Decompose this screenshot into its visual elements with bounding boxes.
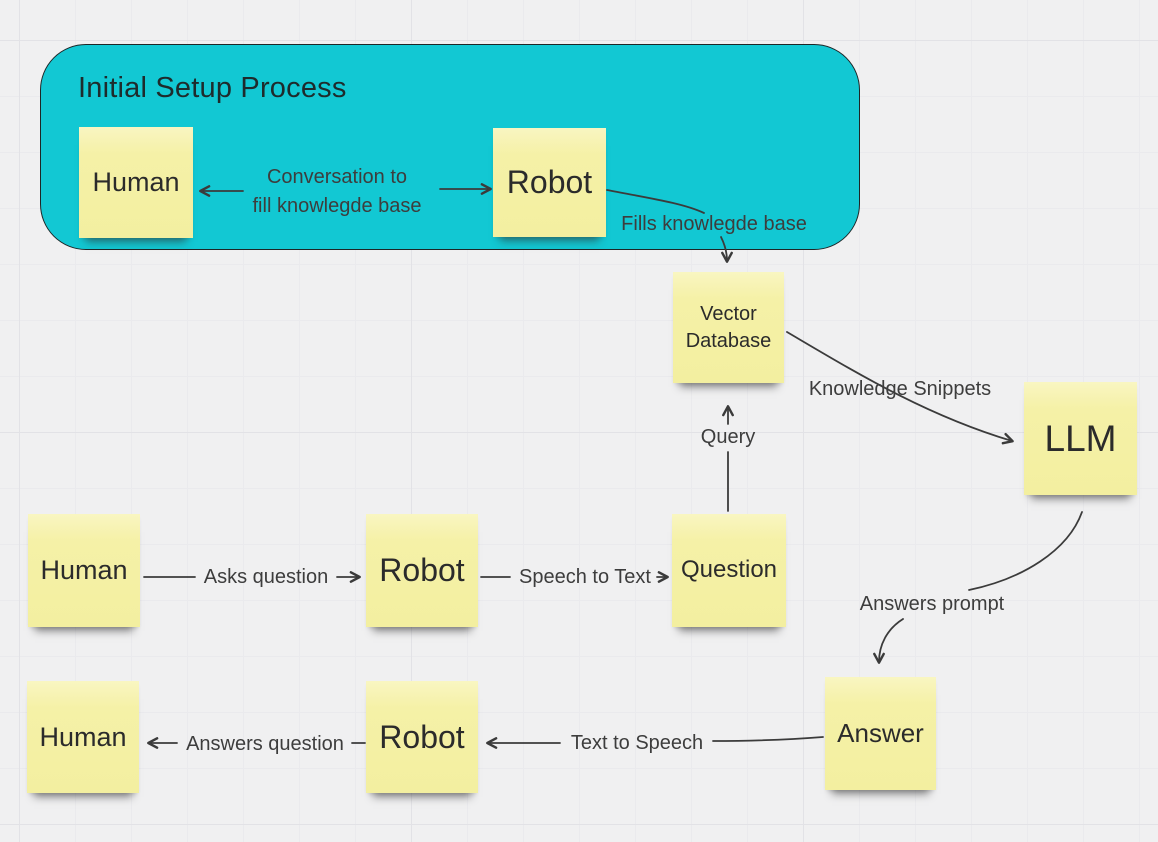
sticky-note-human-answer[interactable]: Human — [27, 681, 139, 793]
connector-answers-prompt[interactable] — [873, 511, 1083, 664]
sticky-note-robot-answer[interactable]: Robot — [366, 681, 478, 793]
label-answers-question[interactable]: Answers question — [186, 733, 344, 755]
sticky-note-answer[interactable]: Answer — [825, 677, 936, 790]
sticky-note-human-setup[interactable]: Human — [79, 127, 193, 238]
connector-knowledge-snippets[interactable] — [786, 331, 1014, 445]
sticky-note-llm[interactable]: LLM — [1024, 382, 1137, 495]
label-speech-to-text[interactable]: Speech to Text — [519, 566, 651, 588]
sticky-note-label: Vector Database — [685, 302, 772, 352]
label-query[interactable]: Query — [700, 426, 756, 448]
connector-conversation[interactable] — [199, 183, 492, 197]
sticky-note-robot-ask[interactable]: Robot — [366, 514, 478, 627]
label-asks-question[interactable]: Asks question — [203, 566, 329, 588]
label-text-to-speech[interactable]: Text to Speech — [570, 732, 704, 754]
sticky-note-robot-setup[interactable]: Robot — [493, 128, 606, 237]
label-line: Conversation to — [266, 166, 408, 188]
sticky-note-label: Question — [680, 556, 778, 584]
sticky-note-label: Answer — [837, 718, 924, 749]
initial-setup-group-title: Initial Setup Process — [78, 72, 347, 104]
sticky-note-label: LLM — [1044, 417, 1117, 459]
label-line: fill knowlegde base — [252, 195, 422, 217]
label-conversation[interactable]: Conversation to fill knowlegde base — [237, 163, 437, 221]
connector-fills-knowledge-base[interactable] — [606, 189, 733, 263]
sticky-note-label: Human — [39, 721, 127, 752]
connector-text-to-speech[interactable] — [486, 736, 824, 749]
sticky-note-question[interactable]: Question — [672, 514, 786, 627]
label-fills-knowledge-base[interactable]: Fills knowlegde base — [621, 213, 807, 235]
sticky-note-label: Human — [92, 167, 180, 198]
sticky-note-label: Robot — [506, 164, 593, 201]
sticky-note-label: Human — [40, 555, 128, 586]
sticky-note-label: Robot — [379, 552, 465, 589]
sticky-note-label: Robot — [379, 718, 465, 755]
sticky-note-vector-database[interactable]: Vector Database — [673, 272, 784, 383]
label-knowledge-snippets[interactable]: Knowledge Snippets — [808, 378, 992, 400]
label-answers-prompt[interactable]: Answers prompt — [859, 593, 1005, 615]
sticky-note-human-ask[interactable]: Human — [28, 514, 140, 627]
